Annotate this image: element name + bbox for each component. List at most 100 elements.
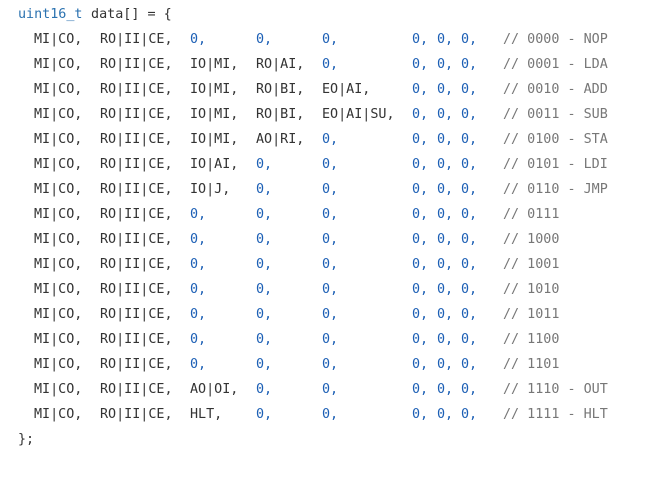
opcode-comment: // 0001 - LDA [503, 57, 608, 72]
zero-literal: 0, [412, 32, 429, 47]
zero-literal: 0, [412, 307, 429, 322]
zero-literal: 0, [461, 332, 478, 347]
zero-literal: 0, [322, 407, 339, 422]
opcode-comment: // 0010 - ADD [503, 82, 608, 97]
microcode-token: AO|OI, [190, 382, 239, 397]
zero-literal: 0, [437, 157, 454, 172]
microcode-token: EO|AI, [322, 82, 371, 97]
zero-literal: 0, [322, 132, 339, 147]
zero-literal: 0, [322, 57, 339, 72]
microcode-token: RO|BI, [256, 82, 305, 97]
zero-literal: 0, [437, 82, 454, 97]
opcode-comment: // 0000 - NOP [503, 32, 608, 47]
zero-literal: 0, [190, 307, 207, 322]
zero-literal: 0, [461, 32, 478, 47]
microcode-token: MI|CO, [34, 32, 83, 47]
zero-literal: 0, [412, 57, 429, 72]
zero-literal: 0, [412, 107, 429, 122]
zero-literal: 0, [190, 357, 207, 372]
zero-literal: 0, [190, 232, 207, 247]
zero-literal: 0, [437, 282, 454, 297]
zero-literal: 0, [256, 307, 273, 322]
microcode-token: RO|II|CE, [100, 232, 173, 247]
microcode-token: MI|CO, [34, 407, 83, 422]
opcode-comment: // 0101 - LDI [503, 157, 608, 172]
zero-literal: 0, [322, 332, 339, 347]
zero-literal: 0, [412, 132, 429, 147]
zero-literal: 0, [190, 207, 207, 222]
opcode-comment: // 0011 - SUB [503, 107, 608, 122]
microcode-token: IO|MI, [190, 107, 239, 122]
zero-literal: 0, [437, 57, 454, 72]
zero-literal: 0, [437, 207, 454, 222]
zero-literal: 0, [437, 132, 454, 147]
code-footer-line: }; [0, 427, 34, 452]
zero-literal: 0, [322, 182, 339, 197]
microcode-token: MI|CO, [34, 157, 83, 172]
zero-literal: 0, [412, 332, 429, 347]
zero-literal: 0, [461, 282, 478, 297]
array-declaration: data[] = { [83, 7, 172, 22]
zero-literal: 0, [190, 332, 207, 347]
zero-literal: 0, [412, 282, 429, 297]
microcode-token: MI|CO, [34, 332, 83, 347]
microcode-token: RO|II|CE, [100, 82, 173, 97]
opcode-comment: // 1000 [503, 232, 560, 247]
zero-literal: 0, [412, 82, 429, 97]
zero-literal: 0, [322, 282, 339, 297]
zero-literal: 0, [437, 232, 454, 247]
microcode-token: IO|J, [190, 182, 231, 197]
zero-literal: 0, [437, 307, 454, 322]
zero-literal: 0, [256, 32, 273, 47]
zero-literal: 0, [256, 407, 273, 422]
opcode-comment: // 1100 [503, 332, 560, 347]
microcode-token: RO|II|CE, [100, 307, 173, 322]
microcode-token: RO|II|CE, [100, 257, 173, 272]
zero-literal: 0, [322, 382, 339, 397]
zero-literal: 0, [461, 357, 478, 372]
microcode-token: HLT, [190, 407, 223, 422]
opcode-comment: // 1111 - HLT [503, 407, 608, 422]
zero-literal: 0, [461, 107, 478, 122]
zero-literal: 0, [412, 182, 429, 197]
zero-literal: 0, [461, 382, 478, 397]
zero-literal: 0, [461, 232, 478, 247]
microcode-token: RO|II|CE, [100, 57, 173, 72]
zero-literal: 0, [437, 407, 454, 422]
zero-literal: 0, [322, 32, 339, 47]
zero-literal: 0, [322, 207, 339, 222]
microcode-token: AO|RI, [256, 132, 305, 147]
zero-literal: 0, [412, 207, 429, 222]
microcode-token: MI|CO, [34, 232, 83, 247]
zero-literal: 0, [322, 232, 339, 247]
zero-literal: 0, [256, 207, 273, 222]
zero-literal: 0, [322, 157, 339, 172]
zero-literal: 0, [190, 282, 207, 297]
zero-literal: 0, [461, 207, 478, 222]
microcode-token: RO|AI, [256, 57, 305, 72]
zero-literal: 0, [256, 282, 273, 297]
zero-literal: 0, [461, 57, 478, 72]
zero-literal: 0, [437, 357, 454, 372]
zero-literal: 0, [256, 332, 273, 347]
zero-literal: 0, [256, 357, 273, 372]
microcode-token: MI|CO, [34, 82, 83, 97]
microcode-token: MI|CO, [34, 57, 83, 72]
opcode-comment: // 0111 [503, 207, 560, 222]
zero-literal: 0, [412, 357, 429, 372]
code-header-line: uint16_t data[] = { [0, 2, 172, 27]
zero-literal: 0, [190, 32, 207, 47]
zero-literal: 0, [256, 232, 273, 247]
zero-literal: 0, [461, 257, 478, 272]
microcode-token: RO|II|CE, [100, 182, 173, 197]
type-keyword: uint16_t [18, 7, 83, 22]
opcode-comment: // 1101 [503, 357, 560, 372]
zero-literal: 0, [256, 257, 273, 272]
zero-literal: 0, [412, 382, 429, 397]
zero-literal: 0, [437, 257, 454, 272]
zero-literal: 0, [437, 107, 454, 122]
microcode-token: IO|AI, [190, 157, 239, 172]
zero-literal: 0, [322, 357, 339, 372]
microcode-token: MI|CO, [34, 357, 83, 372]
microcode-token: RO|II|CE, [100, 332, 173, 347]
